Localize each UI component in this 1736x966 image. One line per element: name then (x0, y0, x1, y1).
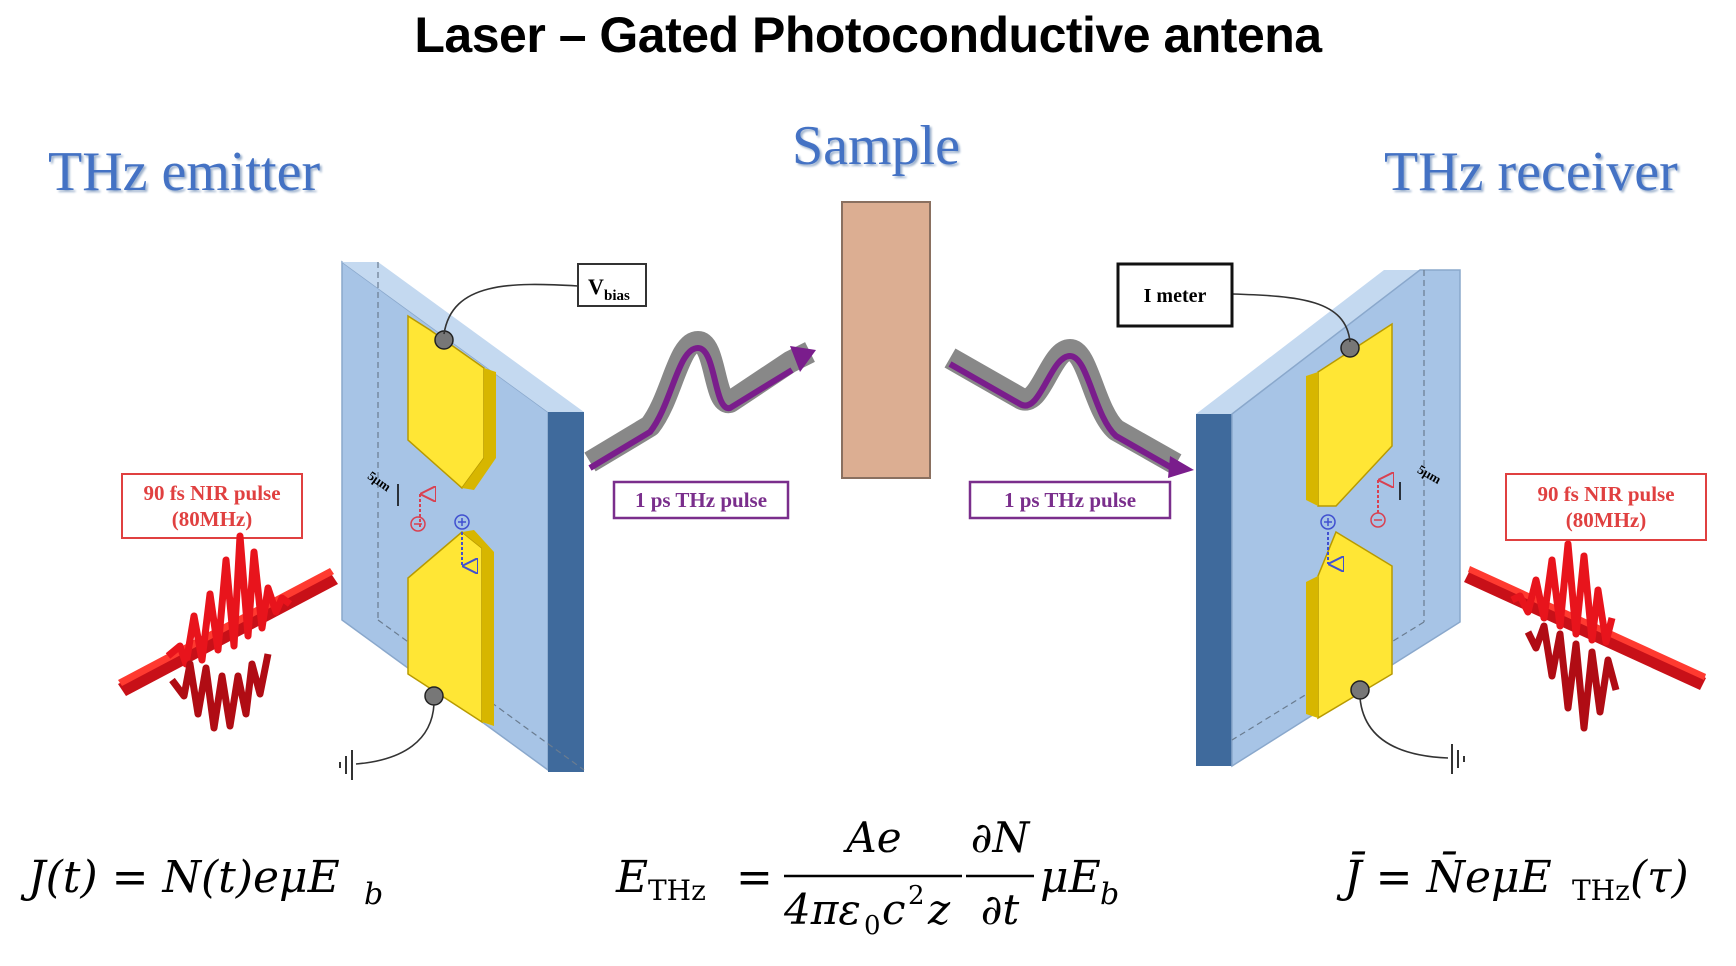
equation-middle: E THz = Ae 4πε 0 c 2 z ∂N ∂t μE b (615, 813, 1119, 941)
equation-middle-lhs-sub: THz (648, 874, 706, 907)
receiver-panel (1231, 269, 1461, 768)
equation-right-sub: THz (1572, 874, 1630, 907)
equation-middle-den1-sup: 2 (908, 881, 925, 911)
equation-middle-num1: Ae (842, 813, 901, 862)
emitter-nir-line1: 90 fs NIR pulse (143, 481, 280, 505)
receiver-antenna: 5μm I meter (1116, 262, 1465, 774)
receiver-panel-edge (1196, 414, 1232, 766)
emitter-thz-pulse-label: 1 ps THz pulse (635, 488, 767, 512)
equation-middle-den2: ∂t (981, 885, 1020, 934)
imeter-label: I meter (1144, 285, 1207, 307)
receiver-nir-pulse-box (1505, 473, 1707, 541)
receiver-nir-line1: 90 fs NIR pulse (1537, 482, 1674, 506)
emitter-ground-icon (339, 750, 353, 780)
equation-right: J̄ = N̄eμE THz (τ) (1336, 850, 1689, 907)
equation-middle-num2: ∂N (971, 813, 1031, 862)
emitter-label: THz emitter (48, 141, 321, 203)
receiver-thz-wave (944, 339, 1194, 478)
emitter-nir-pulse-box (121, 473, 303, 539)
emitter-panel-edge (548, 412, 584, 772)
sample-block (841, 201, 931, 479)
receiver-nir-wave (1464, 540, 1706, 732)
receiver-ground-icon (1451, 744, 1465, 774)
equation-middle-den1-c: z (927, 885, 951, 934)
emitter-thz-wave (584, 331, 816, 472)
emitter-thz-pulse-box (612, 480, 790, 520)
equation-middle-tail: μE (1040, 852, 1101, 903)
emitter-bottom-contact (424, 686, 444, 706)
receiver-thz-pulse-label: 1 ps THz pulse (1004, 488, 1136, 512)
equation-middle-equals: = (736, 852, 773, 903)
equation-left: J(t) = N(t)eμE b (20, 852, 383, 912)
equation-left-sub: b (364, 877, 383, 912)
page-title: Laser – Gated Photoconductive antena (414, 7, 1322, 63)
receiver-nir-line2: (80MHz) (1566, 508, 1646, 532)
emitter-nir-line2: (80MHz) (172, 507, 252, 531)
equation-right-main: J̄ = N̄eμE (1336, 850, 1552, 903)
equation-middle-den1-b: c (882, 885, 906, 934)
imeter-box (1116, 262, 1234, 328)
equation-middle-den1-sub: 0 (864, 911, 881, 941)
vbias-box (577, 263, 647, 307)
receiver-label: THz receiver (1384, 141, 1678, 203)
vbias-main: V (588, 274, 604, 299)
equation-middle-lhs: E (615, 852, 648, 903)
receiver-thz-pulse-box (968, 480, 1172, 520)
equation-middle-den1-a: 4πε (783, 885, 861, 934)
receiver-bottom-contact (1350, 680, 1370, 700)
equation-left-main: J(t) = N(t)eμE (20, 852, 340, 903)
equation-right-tail: (τ) (1630, 852, 1689, 903)
sample-label: Sample (792, 115, 960, 177)
equation-middle-tail-sub: b (1100, 877, 1119, 912)
emitter-antenna: 5μm V bias (339, 260, 647, 780)
vbias-sub: bias (604, 288, 630, 304)
emitter-nir-wave (118, 532, 338, 732)
